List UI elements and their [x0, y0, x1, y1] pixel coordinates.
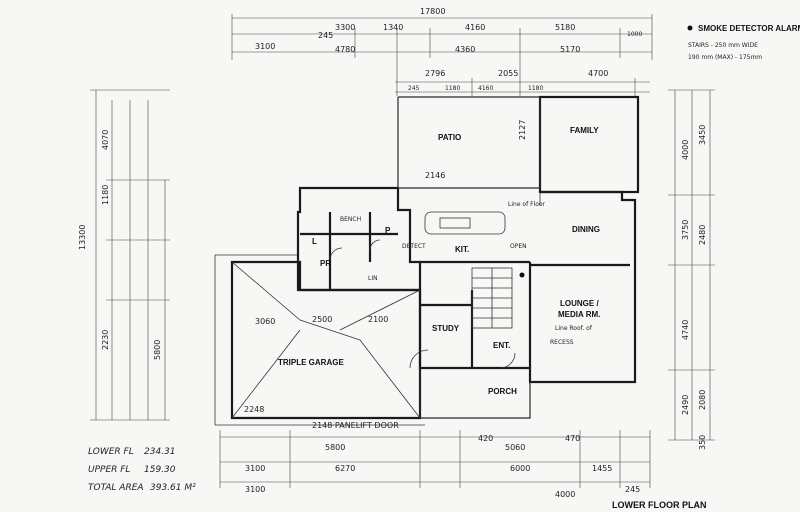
smoke-detector-dot: [519, 272, 525, 278]
dim-top-row2-d: 5180: [555, 23, 575, 32]
label-bench: BENCH: [340, 216, 361, 223]
dim-top-row3-d: 4360: [455, 45, 475, 54]
staircase: [471, 267, 513, 329]
stairs-note-1: STAIRS - 250 mm WIDE: [688, 42, 758, 49]
room-pantry: P: [385, 226, 391, 235]
dim-bottom-row3-a: 5800: [325, 443, 345, 452]
line-of-roof-note: Line Roof. of: [555, 325, 593, 332]
room-family: FAMILY: [570, 126, 599, 135]
dim-left-overall: 13300: [78, 225, 87, 250]
garage-door-note: 2148 PANELIFT DOOR: [312, 421, 399, 430]
right-dimension-lines: [668, 89, 715, 441]
room-lounge-line1: LOUNGE /: [560, 299, 599, 308]
left-dimension-lines: [90, 89, 170, 421]
dim-top-small-e: 1000: [627, 31, 642, 38]
dim-bottom-row3-c: 5060: [505, 443, 525, 452]
room-entry: ENT.: [493, 341, 510, 350]
dim-top-row3-a: 3100: [255, 42, 275, 51]
room-study: STUDY: [432, 324, 460, 333]
dim-bottom-row2-b: 4000: [555, 490, 575, 499]
garage-dim-a: 3060: [255, 317, 275, 326]
dim-top-row3-e: 5170: [560, 45, 580, 54]
dim-top-small-d: 1180: [528, 85, 543, 92]
interior-walls: [300, 192, 630, 368]
dim-right-d: 2480: [698, 225, 707, 245]
dim-top-small-c: 4160: [478, 85, 493, 92]
plan-title: LOWER FLOOR PLAN: [612, 500, 707, 510]
garage-roof-lines: [214, 254, 425, 426]
dim-top-row4-b: 2055: [498, 69, 518, 78]
dim-top-row4-c: 4700: [588, 69, 608, 78]
dim-top-row3-b: 245: [318, 31, 333, 40]
recess-note: RECESS: [550, 339, 574, 346]
room-dining: DINING: [572, 225, 600, 234]
dim-bottom-row2-a: 3100: [245, 485, 265, 494]
room-lounge-line2: MEDIA RM.: [558, 310, 600, 319]
legend-lower-value: 234.31: [144, 447, 176, 457]
door-swings: [329, 239, 516, 369]
dim-bottom-row1-b: 6270: [335, 464, 355, 473]
exterior-walls: [230, 95, 640, 420]
detect-note: DETECT: [402, 243, 426, 250]
dim-right-h: 350: [698, 435, 707, 450]
dim-bottom-row3-b: 420: [478, 434, 493, 443]
dim-right-f: 2080: [698, 390, 707, 410]
room-powder: PR: [320, 259, 331, 268]
opening-note: OPEN: [510, 243, 527, 250]
dim-top-row2-a: 3300: [335, 23, 355, 32]
bottom-dimension-lines: [219, 430, 651, 488]
legend-total-label: TOTAL AREA: [88, 483, 144, 493]
legend-lower-label: LOWER FL: [88, 447, 134, 457]
room-garage: TRIPLE GARAGE: [278, 358, 344, 367]
dim-top-row2-c: 4160: [465, 23, 485, 32]
dim-right-b: 3450: [698, 125, 707, 145]
dim-top-row2-b: 1340: [383, 23, 403, 32]
room-porch: PORCH: [488, 387, 517, 396]
room-laundry: L: [312, 237, 317, 246]
dim-right-e: 4740: [681, 320, 690, 340]
dim-bottom-row2-c: 245: [625, 485, 640, 494]
linen-note: LIN: [368, 275, 378, 282]
dim-left-d: 5800: [153, 340, 162, 360]
dim-top-row4-a: 2796: [425, 69, 445, 78]
stairs-note-2: 190 mm (MAX) - 175mm: [688, 54, 762, 61]
dim-right-g: 2490: [681, 395, 690, 415]
legend-upper-label: UPPER FL: [88, 465, 130, 475]
garage-dim-d: 2248: [244, 405, 264, 414]
garage-dim-c: 2100: [368, 315, 388, 324]
dim-bottom-row3-d: 470: [565, 434, 580, 443]
top-dimension-lines: [231, 14, 653, 96]
room-kitchen: KIT.: [455, 245, 469, 254]
line-of-floor-note: Line of Floor: [508, 201, 546, 208]
area-legend: LOWER FL 234.31 UPPER FL 159.30 TOTAL AR…: [88, 447, 196, 493]
dim-left-a: 4070: [101, 130, 110, 150]
smoke-detector-label: SMOKE DETECTOR ALARM: [698, 24, 800, 33]
kitchen-sink: [439, 217, 471, 229]
dim-bottom-row1-c: 6000: [510, 464, 530, 473]
dim-top-overall: 17800: [420, 7, 445, 16]
dim-bottom-row1-a: 3100: [245, 464, 265, 473]
dim-bottom-row1-d: 1455: [592, 464, 612, 473]
dim-right-c: 3750: [681, 220, 690, 240]
legend-total-value: 393.61 M²: [150, 483, 196, 493]
legend-upper-value: 159.30: [144, 465, 176, 475]
dim-top-small-b: 1180: [445, 85, 460, 92]
dim-left-b: 1180: [101, 185, 110, 205]
patio-dim-a: 2127: [518, 120, 527, 140]
dim-top-row3-c: 4780: [335, 45, 355, 54]
dim-left-c: 2230: [101, 330, 110, 350]
kitchen-island: [424, 211, 506, 235]
garage-dim-b: 2500: [312, 315, 332, 324]
dim-right-a: 4000: [681, 140, 690, 160]
patio-dim-b: 2146: [425, 171, 445, 180]
smoke-detector-symbol: [687, 25, 693, 31]
room-patio: PATIO: [438, 133, 461, 142]
dim-top-small-a: 245: [408, 85, 420, 92]
